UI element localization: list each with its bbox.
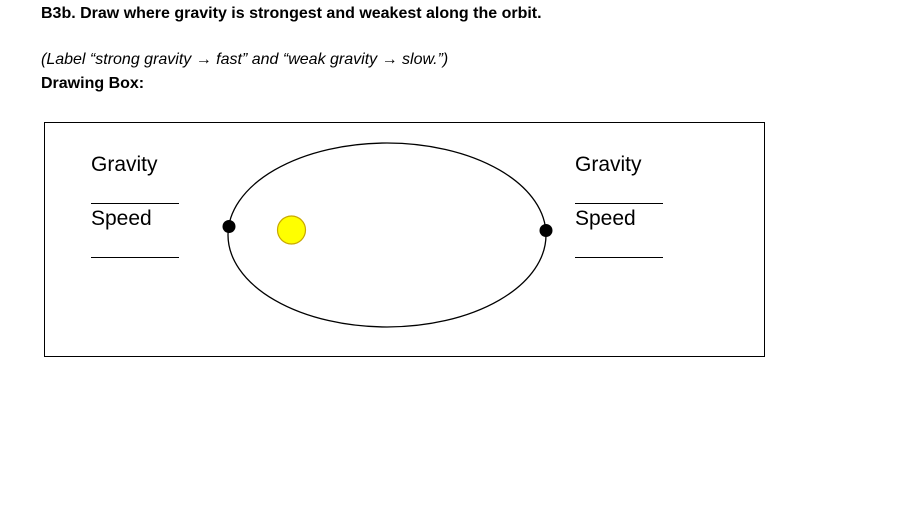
question-instruction: (Label “strong gravity → fast” and “weak… (41, 51, 449, 68)
right-speed-blank[interactable] (575, 257, 663, 258)
drawing-box[interactable] (44, 122, 765, 357)
left-speed-label: Speed (91, 207, 152, 230)
right-gravity-label: Gravity (575, 153, 642, 176)
right-speed-label: Speed (575, 207, 636, 230)
right-gravity-blank[interactable] (575, 203, 663, 204)
left-speed-blank[interactable] (91, 257, 179, 258)
drawing-box-label: Drawing Box: (41, 75, 145, 92)
left-gravity-blank[interactable] (91, 203, 179, 204)
left-gravity-label: Gravity (91, 153, 158, 176)
question-heading: B3b. Draw where gravity is strongest and… (41, 5, 542, 22)
